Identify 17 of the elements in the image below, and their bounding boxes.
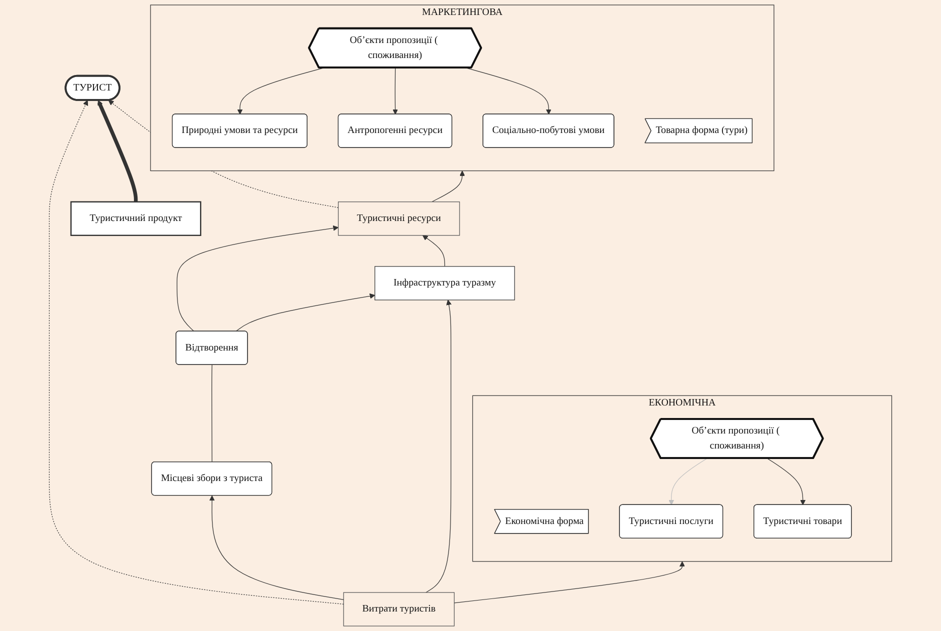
arrow <box>465 67 552 115</box>
node-box: Туристичні ресурси <box>338 202 460 236</box>
arrow <box>426 300 452 593</box>
arrow <box>209 495 344 600</box>
arrow <box>422 235 446 267</box>
node-box: Витрати туристів <box>343 592 455 626</box>
arrow <box>97 100 138 202</box>
node-box: Інфраструктура туразму <box>374 266 515 300</box>
arrow <box>766 458 806 506</box>
arrow <box>236 293 376 332</box>
node-box: Туристичний продукт <box>70 201 202 236</box>
arrow <box>48 100 344 604</box>
arrow <box>176 225 339 332</box>
arrow <box>432 170 465 202</box>
arrow <box>392 67 398 115</box>
arrow <box>668 458 708 506</box>
arrow <box>454 561 685 604</box>
